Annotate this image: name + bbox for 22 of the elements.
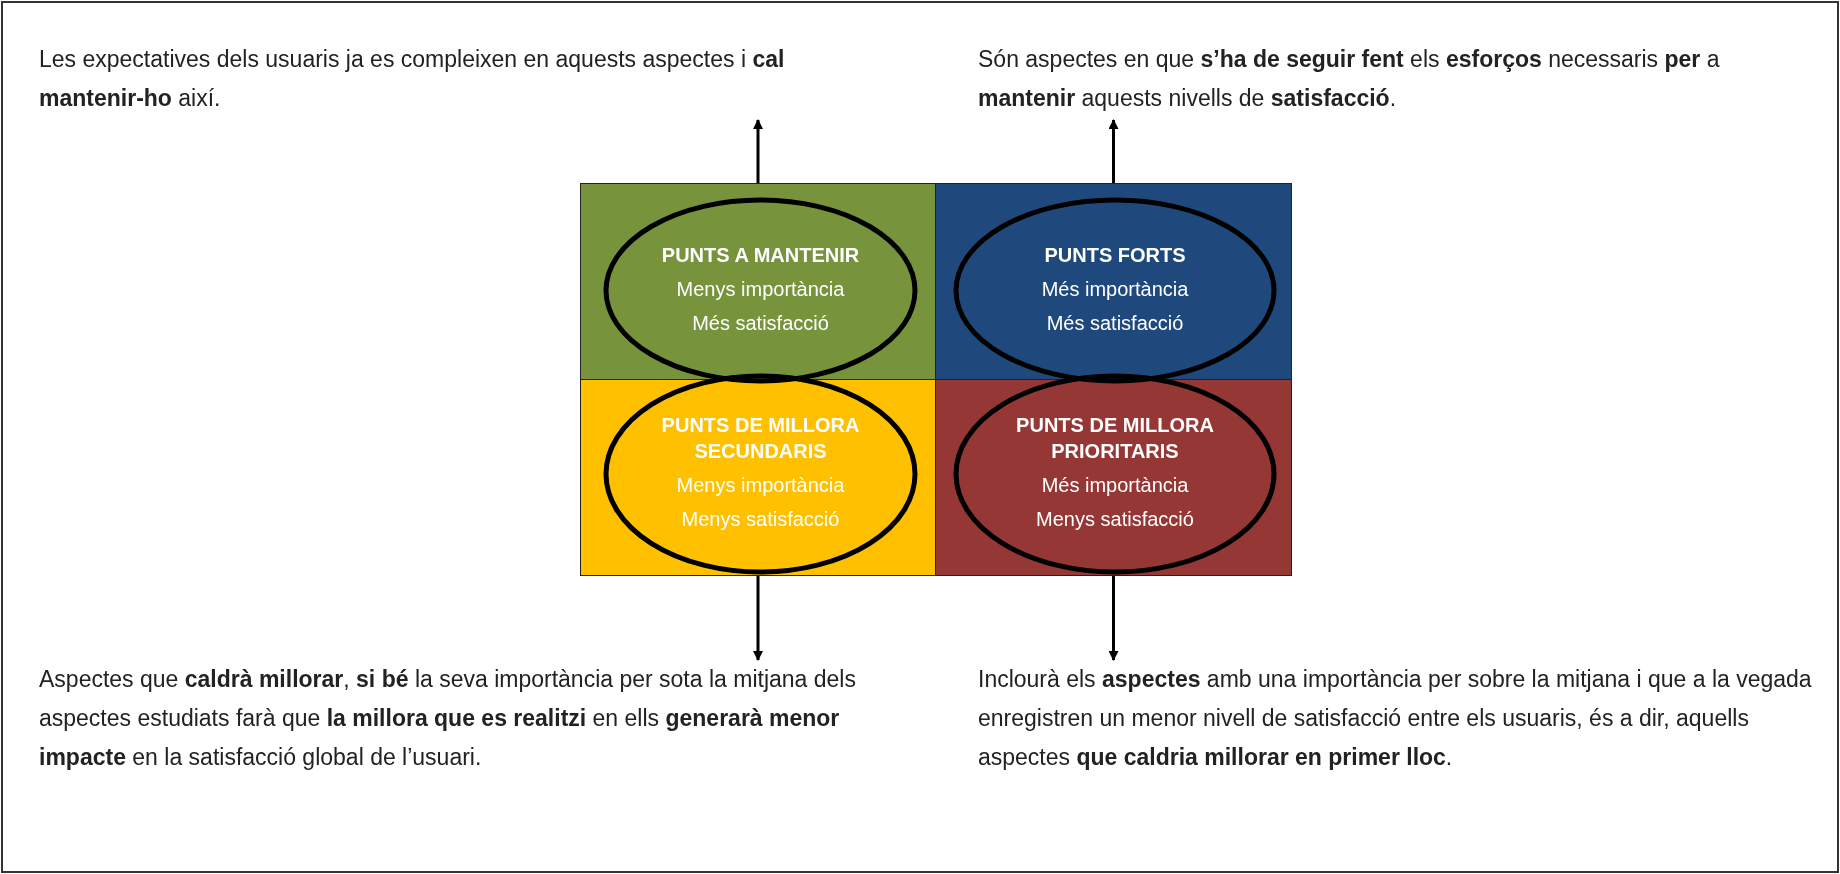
description-text: Són aspectes en que s’ha de seguir fent els esforços necessaris per a mantenir aquests nivells de satisfacció. [978,40,1778,120]
quadrant-label: Menys satisfacció [1036,507,1194,532]
quadrant-label: Menys importància [676,276,845,302]
quadrant-box [580,183,936,380]
quadrant-label: Menys satisfacció [681,507,840,532]
description-text: Les expectatives dels usuaris ja es compleixen en aquests aspectes i cal mantenir-ho així. [39,40,839,120]
quadrant-title: PUNTS FORTS [1044,242,1186,268]
quadrant-label: Més satisfacció [1046,310,1184,336]
quadrant-label: Més importància [1041,276,1189,302]
quadrant-label: Menys importància [676,473,845,498]
quadrant-title: PUNTS A MANTENIR [661,242,860,268]
arrow [753,119,763,183]
arrow [753,576,763,661]
quadrant-label: Més importància [1041,473,1189,498]
arrow [1108,119,1119,183]
description-text: Aspectes que caldrà millorar, si bé la seva importància per sota la mitjana dels aspectes estudiats farà que la millora que es realitzi en ells generarà menor impacte en la satisfacció global de l’usuari. [39,660,899,818]
quadrant-title: PUNTS DE MILLORA PRIORITARIS [1015,413,1215,464]
arrow [1108,576,1119,661]
quadrant-title: PUNTS DE MILLORA SECUNDARIS [660,413,861,464]
description-text: Inclourà els aspectes amb una importància per sobre la mitjana i que a la vegada enregistren un menor nivell de satisfacció entre els usuaris, és a dir, aquells aspectes que caldria millorar en primer lloc. [978,660,1823,818]
quadrant-label: Més satisfacció [692,310,829,336]
quadrant-box [935,183,1292,380]
